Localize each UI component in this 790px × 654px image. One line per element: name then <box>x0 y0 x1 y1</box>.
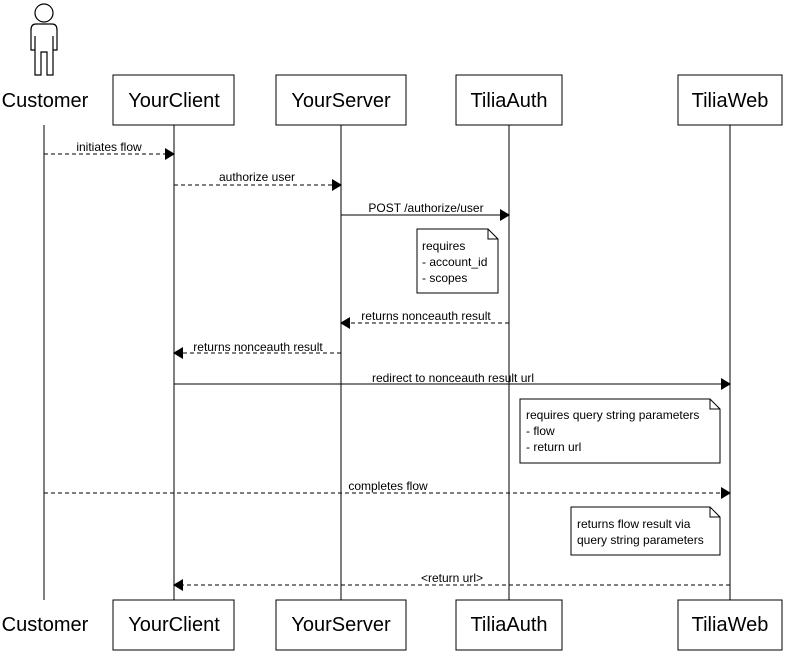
actor-customer-bottom-label: Customer <box>2 614 89 636</box>
note-3-fold <box>709 507 720 518</box>
note-1-line-3: - scopes <box>422 271 467 285</box>
participant-web-top-label: TiliaWeb <box>692 90 769 112</box>
participant-server-bottom-label: YourServer <box>291 614 391 636</box>
note-3-box <box>570 506 721 556</box>
message-label-1: initiates flow <box>76 140 142 154</box>
actor-customer-top-icon <box>30 3 58 76</box>
note-2-box <box>519 398 721 464</box>
participant-web-bottom-box <box>677 599 783 651</box>
message-label-8: <return url> <box>421 571 483 585</box>
note-1-box <box>416 228 499 294</box>
participant-server-bottom-box <box>275 599 407 651</box>
message-label-5: returns nonceauth result <box>193 340 323 354</box>
participant-auth-top-box <box>455 74 563 126</box>
message-label-3: POST /authorize/user <box>368 201 483 215</box>
note-2-line-3: - return url <box>526 440 581 454</box>
participant-server-top-box <box>275 74 407 126</box>
message-label-7: completes flow <box>348 479 428 493</box>
participant-server-top-label: YourServer <box>291 90 391 112</box>
note-2-fold <box>709 399 720 410</box>
note-3-line-1: returns flow result via <box>577 517 691 531</box>
participant-auth-top-label: TiliaAuth <box>470 90 547 112</box>
note-1-line-1: requires <box>422 239 465 253</box>
participant-client-bottom-box <box>112 599 235 651</box>
note-2-line-1: requires query string parameters <box>526 408 699 422</box>
participant-client-bottom-label: YourClient <box>128 614 220 636</box>
message-label-6: redirect to nonceauth result url <box>372 371 534 385</box>
note-2-line-2: - flow <box>526 424 555 438</box>
participant-auth-bottom-label: TiliaAuth <box>470 614 547 636</box>
note-3-line-2: query string parameters <box>577 533 704 547</box>
message-label-2: authorize user <box>219 170 295 184</box>
participant-client-top-label: YourClient <box>128 90 220 112</box>
participant-web-top-box <box>677 74 783 126</box>
participant-web-bottom-label: TiliaWeb <box>692 614 769 636</box>
note-1-line-2: - account_id <box>422 255 487 269</box>
participant-auth-bottom-box <box>455 599 563 651</box>
actor-customer-top-label: Customer <box>2 90 89 112</box>
note-1-fold <box>487 229 498 240</box>
message-label-4: returns nonceauth result <box>361 309 491 323</box>
participant-client-top-box <box>112 74 235 126</box>
